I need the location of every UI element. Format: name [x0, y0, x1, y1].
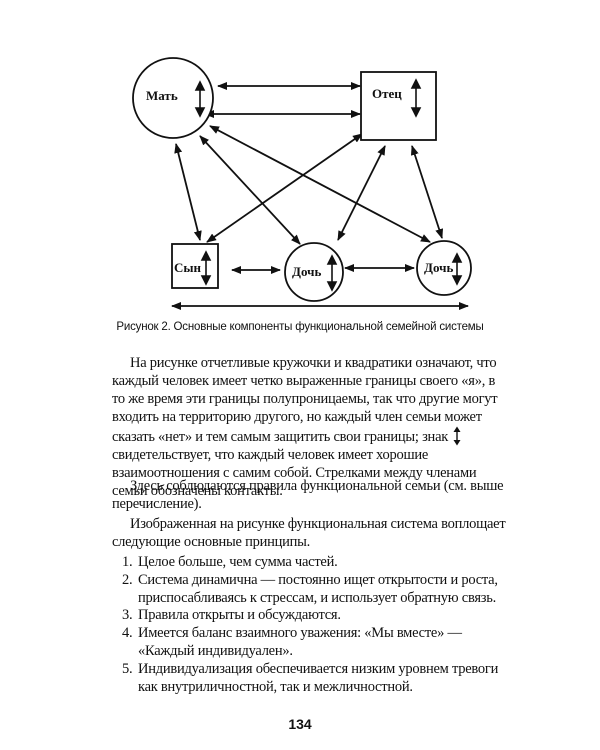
paragraph-2-text: Здесь соблюдаются правила функциональной…: [112, 478, 504, 512]
paragraph-1-part-a: На рисунке отчетливые кружочки и квадрат…: [112, 355, 498, 445]
paragraph-1: На рисунке отчетливые кружочки и квадрат…: [112, 354, 508, 500]
family-system-diagram: Мать Отец Сын: [132, 57, 472, 310]
node-daughter2: Дочь: [416, 240, 472, 296]
node-mother: Мать: [132, 57, 214, 139]
list-item-text: Имеется баланс взаимного уважения: «Мы в…: [138, 625, 462, 659]
figure-caption: Рисунок 2. Основные компоненты функциона…: [116, 321, 484, 333]
list-item-number: 2.: [122, 571, 133, 588]
edge-father-son: [206, 133, 363, 243]
node-daughter1-label: Дочь: [292, 264, 321, 279]
node-daughter1: Дочь: [284, 242, 344, 302]
list-item: 4. Имеется баланс взаимного уважения: «Мы…: [122, 625, 510, 661]
list-item-number: 5.: [122, 660, 133, 677]
page-number: 134: [288, 716, 312, 732]
bidirectional-arrow-icon: [453, 426, 461, 446]
edge-mother-son: [174, 143, 202, 241]
node-son: Сын: [171, 243, 219, 289]
node-mother-label: Мать: [146, 88, 178, 103]
list-item-text: Индивидуализация обеспечивается низким у…: [138, 660, 499, 695]
node-daughter2-label: Дочь: [424, 260, 453, 275]
list-item: 5. Индивидуализация обеспечивается низким…: [122, 661, 510, 697]
principles-list: 1. Целое больше, чем сумма частей. 2. Сист…: [122, 554, 510, 696]
paragraph-3-text: Изображенная на рисунке функциональная с…: [112, 516, 506, 550]
list-item: 1. Целое больше, чем сумма частей.: [122, 554, 510, 572]
self-relation-symbol: [410, 78, 422, 118]
list-item-number: 4.: [122, 625, 133, 642]
paragraph-3: Изображенная на рисунке функциональная с…: [112, 515, 508, 551]
edge-mother-daughter2: [209, 125, 431, 243]
node-father-label: Отец: [372, 86, 402, 101]
edge-mother-daughter1: [199, 135, 301, 245]
list-item-text: Правила открыты и обсуждаются.: [138, 607, 341, 624]
self-relation-symbol: [194, 80, 206, 118]
paragraph-1-part-b: свидетельствует, что каждый человек имее…: [112, 447, 477, 499]
self-relation-symbol: [200, 250, 212, 286]
node-father: Отец: [360, 71, 437, 141]
edge-father-daughter2: [410, 145, 444, 239]
node-son-label: Сын: [174, 260, 202, 275]
self-relation-symbol: [326, 254, 338, 292]
list-item-number: 1.: [122, 554, 133, 570]
list-item-number: 3.: [122, 607, 133, 624]
paragraph-2: Здесь соблюдаются правила функциональной…: [112, 477, 508, 513]
list-item: 3. Правила открыты и обсуждаются.: [122, 607, 510, 625]
list-item: 2. Система динамична — постоянно ищет отк…: [122, 572, 510, 608]
list-item-text: Система динамична — постоянно ищет откры…: [138, 571, 498, 606]
list-item-text: Целое больше, чем сумма частей.: [138, 554, 338, 570]
edge-father-daughter1: [337, 145, 386, 241]
self-relation-symbol: [451, 252, 463, 286]
